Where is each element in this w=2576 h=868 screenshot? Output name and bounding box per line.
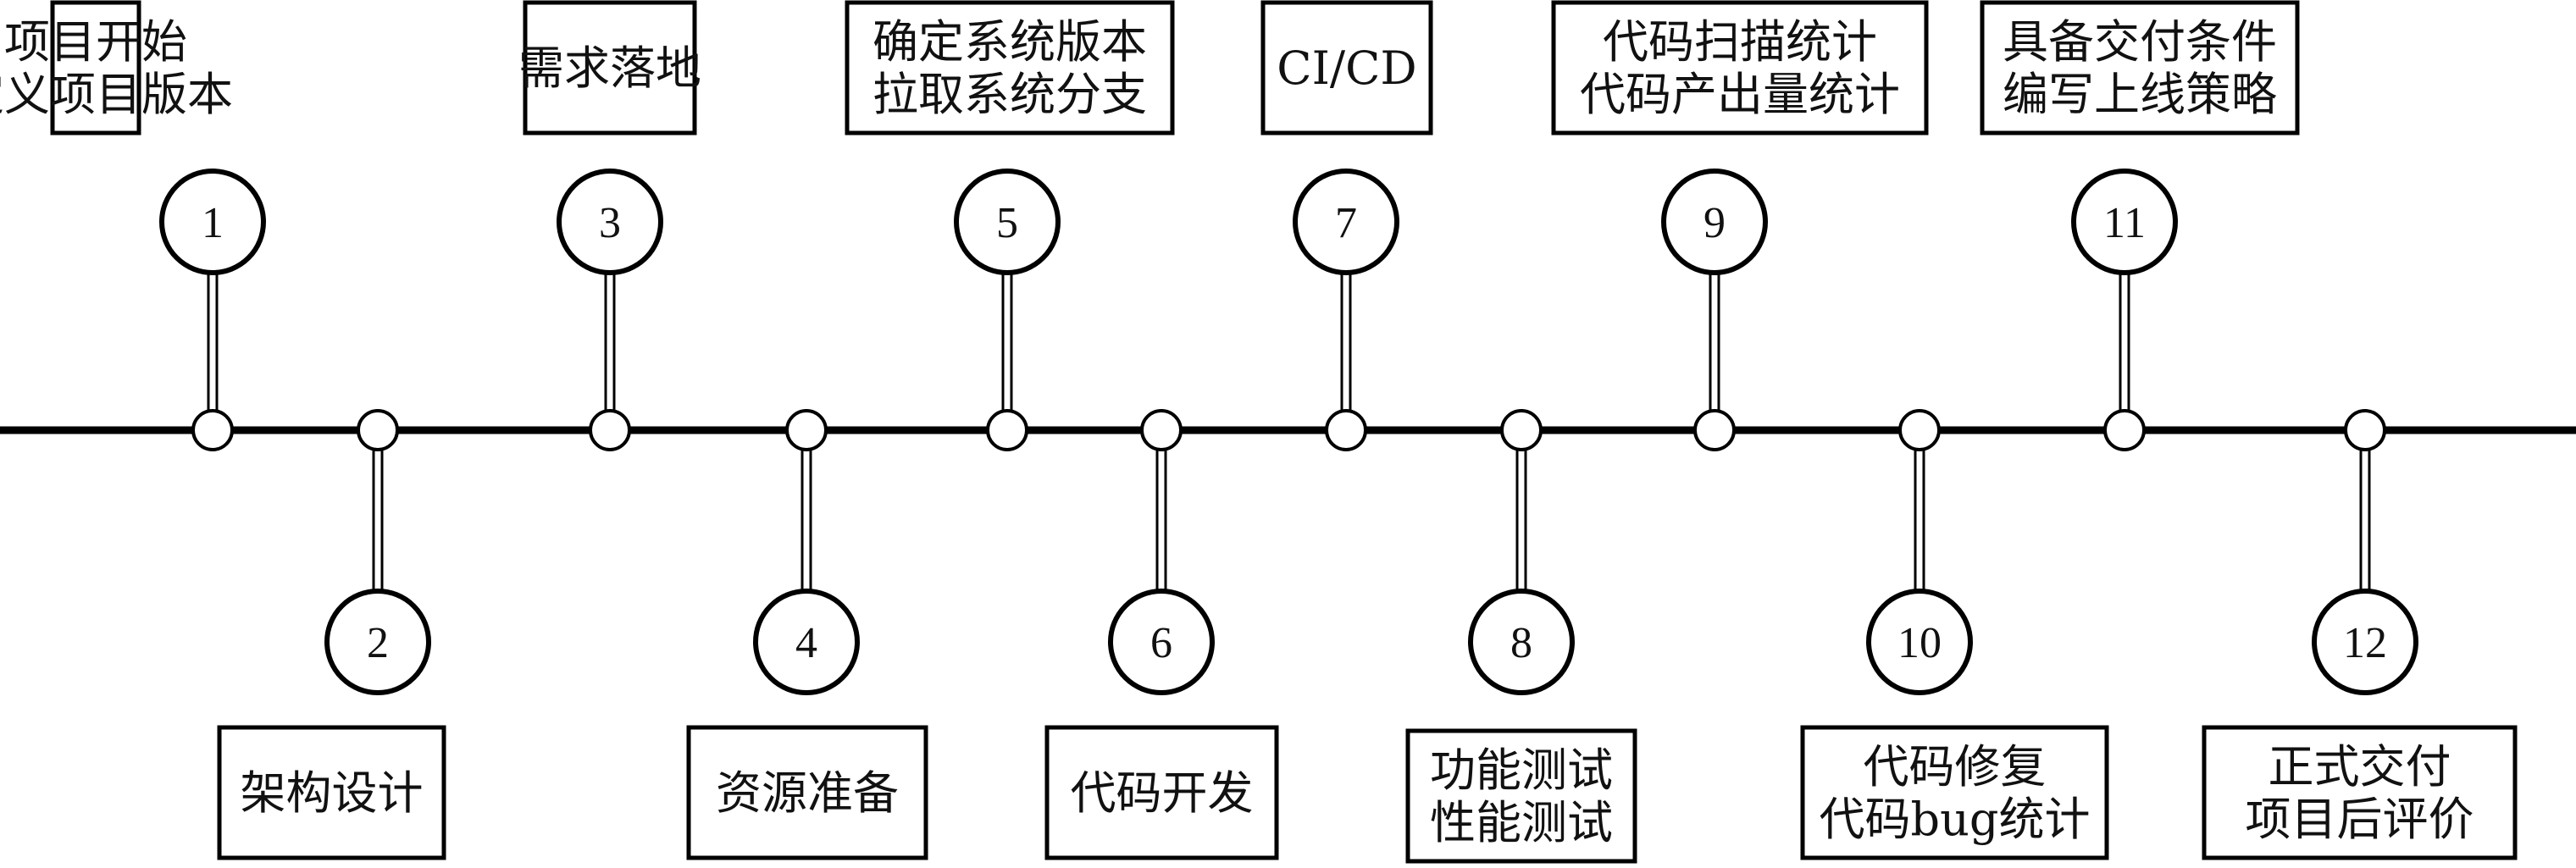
step-label-box	[217, 725, 446, 860]
step-label-box	[1800, 725, 2109, 860]
step-circle	[1468, 589, 1575, 695]
step-circle	[1866, 589, 1973, 695]
step-label-box	[686, 725, 928, 860]
step-label-box	[2202, 725, 2518, 860]
axis-node	[191, 409, 234, 451]
step-label-line: 编写上线策略	[2003, 68, 2277, 121]
axis-node	[357, 409, 399, 451]
step-label-line: CI/CD	[1277, 41, 1416, 95]
axis-node	[589, 409, 631, 451]
step-connector	[800, 448, 812, 593]
step-number: 11	[2103, 199, 2146, 247]
step-connector	[2119, 271, 2130, 412]
step-label-line: 代码产出量统计	[1580, 68, 1900, 121]
step-connector	[1914, 448, 1925, 593]
step-7: 7 CI/CD	[1260, 0, 1433, 451]
step-circle	[159, 169, 266, 275]
step-connector	[1515, 448, 1527, 593]
step-number: 12	[2343, 619, 2387, 667]
step-circle	[1108, 589, 1215, 695]
step-label-line: 代码开发	[1071, 766, 1254, 820]
axis-node	[785, 409, 828, 451]
step-label-line: 代码修复	[1864, 740, 2047, 793]
step-circle	[1661, 169, 1768, 275]
step-label-line: 具备交付条件	[2003, 15, 2277, 69]
step-connector	[604, 271, 616, 412]
step-connector	[1340, 271, 1352, 412]
step-label-line: 项目开始	[4, 15, 187, 69]
step-circle	[324, 589, 431, 695]
step-4: 4 资源准备	[686, 409, 928, 860]
step-label-line: 性能测试	[1430, 796, 1613, 849]
step-number: 8	[1510, 619, 1532, 667]
step-label-line: 拉取系统分支	[873, 68, 1147, 121]
step-number: 3	[599, 199, 621, 247]
step-circle	[954, 169, 1061, 275]
step-circle	[753, 589, 860, 695]
axis-node	[2103, 409, 2146, 451]
step-label-box	[1980, 0, 2300, 135]
axis-node	[986, 409, 1028, 451]
step-label-line: 正式交付	[2269, 740, 2451, 793]
step-3: 3 需求落地	[518, 0, 701, 451]
step-circle	[1293, 169, 1399, 275]
step-label-box	[845, 0, 1175, 135]
step-connector	[1001, 271, 1013, 412]
step-label-box	[1405, 728, 1637, 864]
axis-node	[1693, 409, 1736, 451]
step-connector	[207, 271, 219, 412]
step-6: 6 代码开发	[1044, 409, 1279, 860]
step-connector	[1709, 271, 1720, 412]
step-label-line: 功能测试	[1430, 744, 1613, 797]
axis-node	[1500, 409, 1543, 451]
step-label-box	[50, 0, 141, 135]
step-label-line: 项目后评价	[2246, 793, 2474, 846]
step-label-line: 代码bug统计	[1820, 793, 2091, 846]
step-number: 5	[996, 199, 1018, 247]
axis-node	[2344, 409, 2386, 451]
step-label-line: 架构设计	[241, 766, 424, 820]
step-number: 2	[367, 619, 389, 667]
step-label-line: 需求落地	[518, 41, 701, 95]
axis-node	[1898, 409, 1941, 451]
step-2: 2 架构设计	[217, 409, 446, 860]
step-number: 4	[795, 619, 817, 667]
step-label-box	[1551, 0, 1929, 135]
step-circle	[2071, 169, 2178, 275]
step-label-line: 定义项目版本	[0, 68, 233, 121]
step-connector	[2359, 448, 2371, 593]
step-label-line: 资源准备	[716, 766, 899, 820]
axis-node	[1140, 409, 1183, 451]
step-label-box	[1260, 0, 1433, 135]
axis-node	[1325, 409, 1367, 451]
step-connector	[372, 448, 384, 593]
step-label-line: 确定系统版本	[873, 15, 1147, 69]
step-number: 10	[1897, 619, 1942, 667]
step-circle	[2312, 589, 2418, 695]
step-label-box	[523, 0, 697, 135]
step-connector	[1155, 448, 1167, 593]
step-number: 7	[1335, 199, 1357, 247]
step-label-box	[1044, 725, 1279, 860]
step-circle	[557, 169, 663, 275]
step-label-line: 代码扫描统计	[1603, 15, 1877, 69]
step-number: 1	[202, 199, 224, 247]
step-number: 6	[1150, 619, 1172, 667]
step-1: 1 项目开始定义项目版本	[0, 0, 266, 451]
step-number: 9	[1703, 199, 1726, 247]
